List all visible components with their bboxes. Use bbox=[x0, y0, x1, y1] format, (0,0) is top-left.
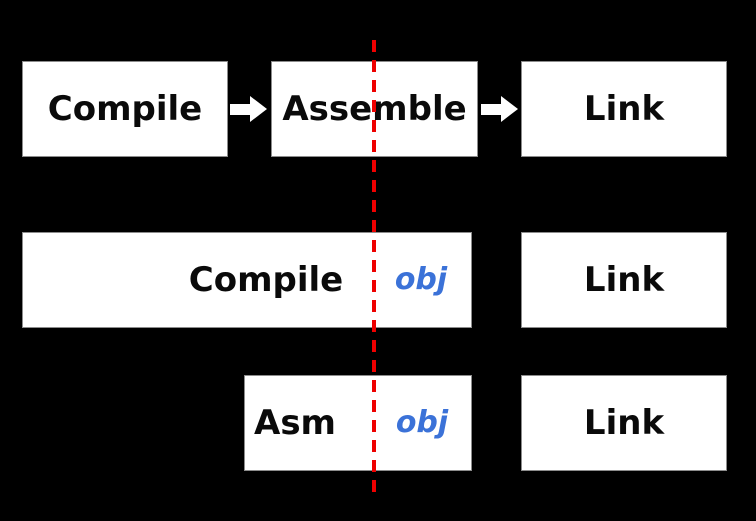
compile-obj-box-middle: Compile obj bbox=[22, 232, 472, 328]
asm-obj-box-bottom: Asm obj bbox=[244, 375, 472, 471]
obj-file-label-middle: obj bbox=[394, 262, 448, 297]
assemble-stage-box-top: Assemble bbox=[271, 61, 478, 157]
link-stage-box-middle: Link bbox=[521, 232, 727, 328]
asm-stage-label-bottom: Asm bbox=[254, 403, 336, 443]
link-stage-label-bottom: Link bbox=[583, 403, 665, 443]
compile-stage-box-top: Compile bbox=[22, 61, 228, 157]
link-stage-label-middle: Link bbox=[583, 260, 665, 300]
flow-arrow-icon-1 bbox=[230, 96, 267, 122]
link-stage-box-top: Link bbox=[521, 61, 727, 157]
compile-stage-label-top: Compile bbox=[47, 89, 203, 129]
link-stage-label-top: Link bbox=[583, 89, 665, 129]
compile-stage-label-middle: Compile bbox=[188, 260, 344, 300]
obj-file-label-bottom: obj bbox=[395, 405, 449, 440]
arrow-shaft bbox=[230, 103, 250, 115]
arrow-shaft bbox=[481, 103, 501, 115]
arrow-head bbox=[250, 96, 267, 122]
link-stage-box-bottom: Link bbox=[521, 375, 727, 471]
arrow-head bbox=[501, 96, 518, 122]
flow-arrow-icon-2 bbox=[481, 96, 518, 122]
assemble-stage-label-top: Assemble bbox=[282, 89, 467, 129]
